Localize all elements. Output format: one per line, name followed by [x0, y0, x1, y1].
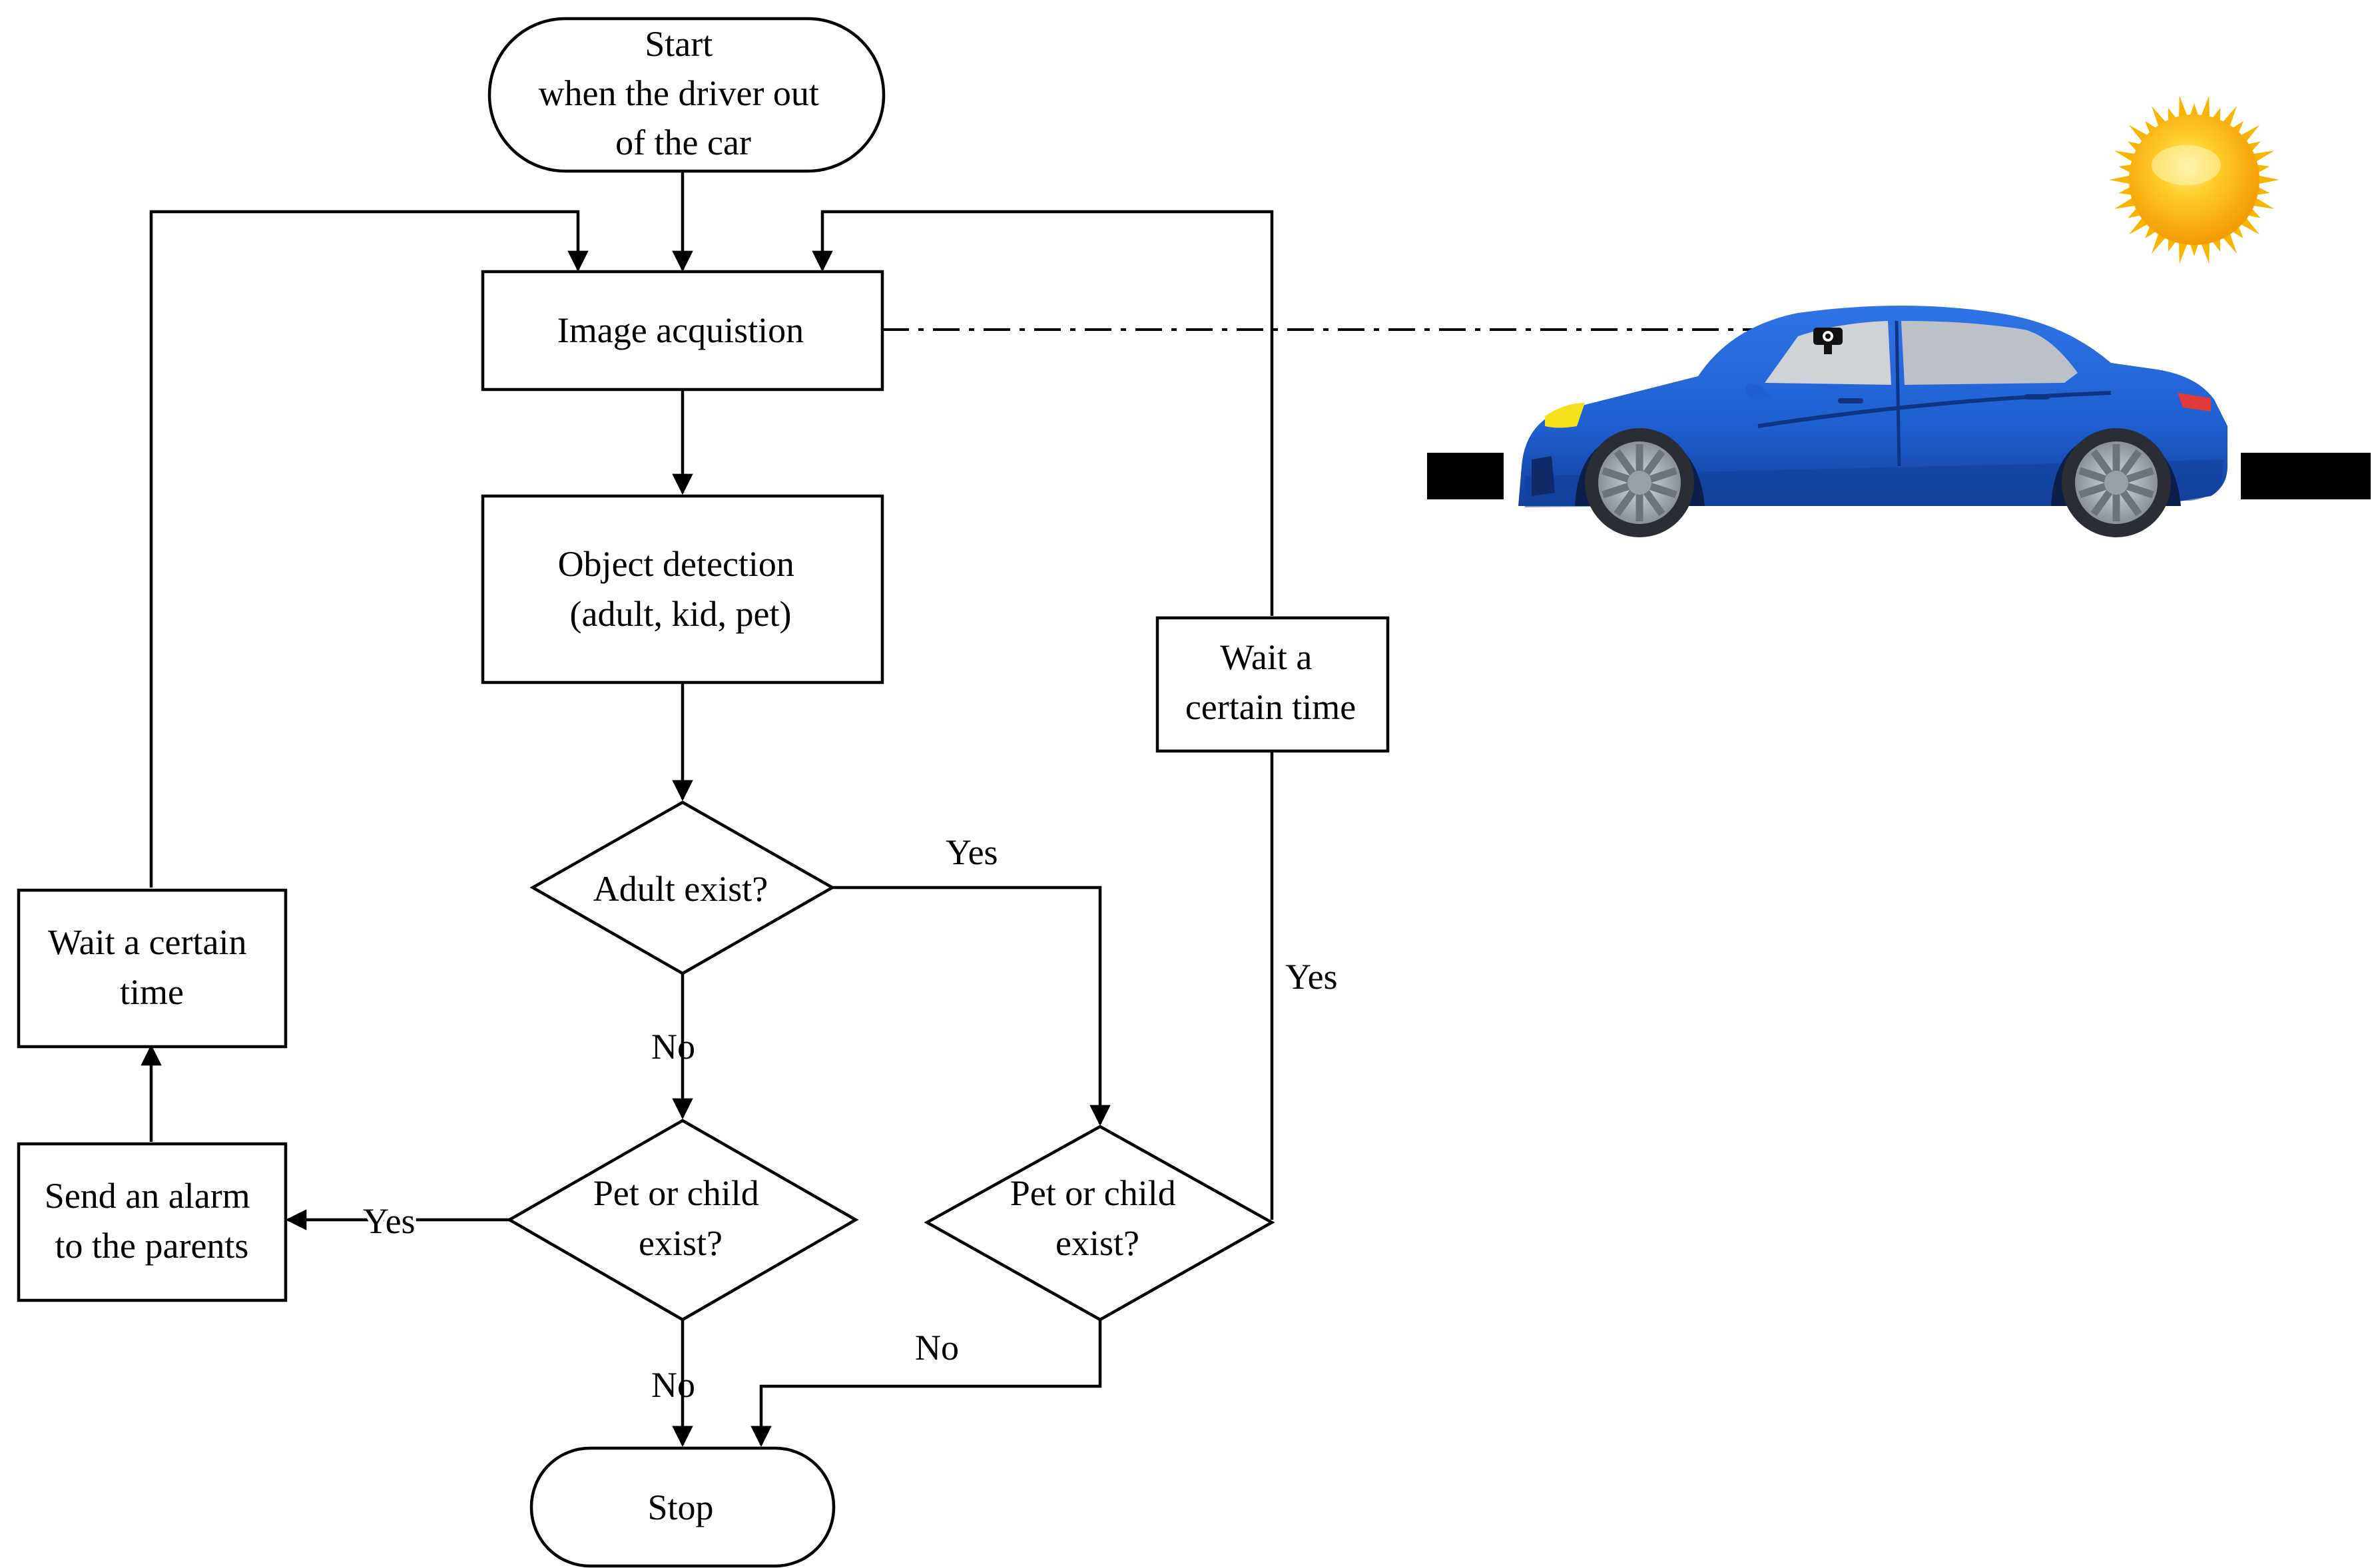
svg-text:Stop: Stop: [647, 1487, 713, 1527]
pet-child-right-line-2: exist?: [1055, 1223, 1139, 1263]
right-yes-label: Yes: [1285, 957, 1338, 997]
sun-ray: [2114, 150, 2137, 162]
edge-wait-left-loop: [149, 210, 589, 888]
right-no-label: No: [915, 1328, 959, 1368]
road-block-left: [1427, 453, 1504, 499]
car-front-wheel: [1585, 428, 1694, 537]
svg-text:Start when the driver ou: Start when the driver out of the car: [539, 24, 828, 162]
svg-text:Object detection (adult,: Object detection (adult, kid, pet): [558, 544, 804, 634]
svg-text:Wait a certain time: Wait a certain time: [1185, 637, 1356, 727]
svg-text:Image acquistion: Image acquistion: [557, 310, 804, 350]
wait-right-line-2: certain time: [1185, 687, 1356, 727]
svg-text:Pet or child exist?: Pet or child exist?: [1010, 1173, 1185, 1263]
svg-text:Wait a certain time: Wait a certain time: [48, 922, 256, 1012]
left-no-label: No: [651, 1365, 695, 1405]
sun-icon: [2109, 95, 2279, 264]
start-node: Start when the driver out of the car: [487, 17, 886, 173]
pet-child-right-decision: Pet or child exist?: [924, 1125, 1275, 1322]
svg-text:Pet or child exist?: Pet or child exist?: [593, 1173, 768, 1263]
sun-ray: [2128, 216, 2149, 235]
start-line-1: Start: [645, 24, 713, 64]
start-line-2: when the driver out: [539, 73, 819, 113]
sun-ray: [2118, 186, 2133, 195]
image-acquisition-node: Image acquistion: [481, 270, 884, 392]
edge-adult-yes: [830, 886, 1111, 1127]
wait-left-line-1: Wait a certain: [48, 922, 246, 962]
sun-ray: [2222, 232, 2237, 254]
stop-node: Stop: [529, 1446, 836, 1568]
svg-text:Send an alarm to the par: Send an alarm to the parents: [45, 1176, 259, 1266]
adult-no-label: No: [651, 1027, 695, 1067]
pet-child-right-line-1: Pet or child: [1010, 1173, 1176, 1213]
sun-ray: [2251, 150, 2275, 162]
left-yes-label: Yes: [363, 1201, 416, 1241]
object-detection-node: Object detection (adult, kid, pet): [481, 494, 884, 684]
object-detection-line-2: (adult, kid, pet): [570, 594, 792, 634]
sun-ray: [2152, 106, 2167, 128]
wait-right-line-1: Wait a: [1220, 637, 1312, 677]
sun-ray: [2152, 232, 2167, 254]
send-alarm-line-1: Send an alarm: [45, 1176, 250, 1216]
sun-ray: [2239, 125, 2260, 143]
sun-ray: [2255, 186, 2270, 195]
pet-child-left-decision: Pet or child exist?: [506, 1119, 859, 1322]
send-alarm-line-2: to the parents: [55, 1226, 249, 1266]
sun-ray: [2128, 125, 2149, 143]
pet-child-left-line-2: exist?: [639, 1223, 723, 1263]
sun-ray: [2257, 175, 2279, 184]
sun-ray: [2109, 175, 2132, 184]
sun-ray: [2200, 95, 2210, 119]
adult-exist-label: Adult exist?: [593, 869, 768, 909]
sun-ray: [2200, 241, 2210, 264]
edge-labels: Yes No Yes No Yes No: [360, 832, 1338, 1405]
wait-right-node: Wait a certain time: [1155, 616, 1390, 753]
sun-ray: [2179, 241, 2188, 264]
stop-label: Stop: [647, 1487, 713, 1527]
pet-child-left-line-1: Pet or child: [593, 1173, 759, 1213]
svg-text:Adult exist?: Adult exist?: [593, 869, 768, 909]
sun-ray: [2190, 103, 2199, 117]
sun-ray: [2118, 164, 2133, 174]
sun-ray: [2179, 95, 2188, 119]
sun-ray: [2255, 164, 2270, 174]
sun-ray: [2222, 106, 2237, 128]
edge-right-no: [750, 1320, 1102, 1447]
send-alarm-node: Send an alarm to the parents: [17, 1142, 288, 1302]
sun-ray: [2114, 197, 2137, 209]
connectors: [141, 171, 1798, 1447]
road-block-right: [2241, 453, 2371, 499]
sun-ray: [2251, 197, 2275, 209]
image-acquisition-label: Image acquistion: [557, 310, 804, 350]
wait-left-line-2: time: [120, 972, 184, 1012]
object-detection-line-1: Object detection: [558, 544, 794, 584]
edge-wait-right-loop: [812, 210, 1274, 616]
sun-ray: [2239, 216, 2260, 235]
sun-ray: [2190, 242, 2199, 256]
start-line-3: of the car: [615, 123, 751, 162]
car-icon: [1518, 306, 2228, 537]
wait-left-node: Wait a certain time: [17, 888, 288, 1049]
car-rear-wheel: [2062, 428, 2171, 537]
adult-exist-decision: Adult exist?: [529, 800, 836, 975]
camera-icon: [1813, 328, 1843, 354]
adult-yes-label: Yes: [946, 832, 998, 872]
